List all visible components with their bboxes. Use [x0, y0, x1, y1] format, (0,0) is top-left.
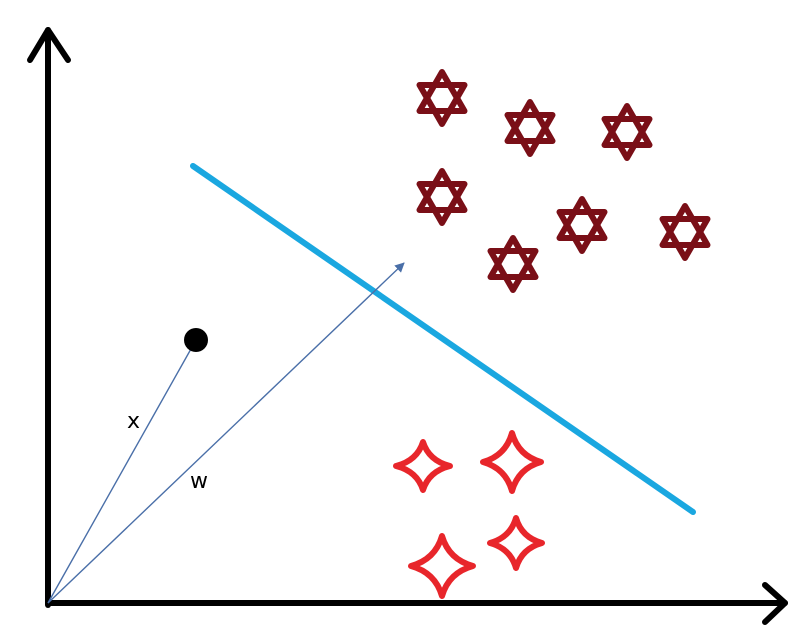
hexagram-star [487, 235, 539, 293]
sparkle-star [408, 533, 476, 599]
class-sparkle-stars [393, 430, 545, 599]
x-axis-arrowhead [762, 582, 788, 625]
x-vector-arrow [47, 339, 197, 604]
axes [27, 27, 788, 625]
sparkle-star [487, 515, 545, 571]
hexagram-star [416, 69, 468, 127]
x-vector-label: x [127, 409, 140, 434]
decision-boundary-line [190, 163, 696, 515]
sparkle-star [393, 439, 453, 493]
query-point [184, 328, 208, 352]
hexagram-star [416, 168, 468, 226]
hexagram-star [556, 196, 608, 254]
y-axis-arrowhead [27, 27, 71, 63]
hexagram-star [504, 99, 556, 157]
w-vector-arrow [47, 262, 405, 604]
w-vector-label: w [190, 469, 208, 494]
hexagram-star [601, 103, 653, 161]
hexagram-star [659, 203, 711, 261]
sparkle-star [480, 430, 544, 494]
class-hexagram-stars [416, 69, 711, 293]
